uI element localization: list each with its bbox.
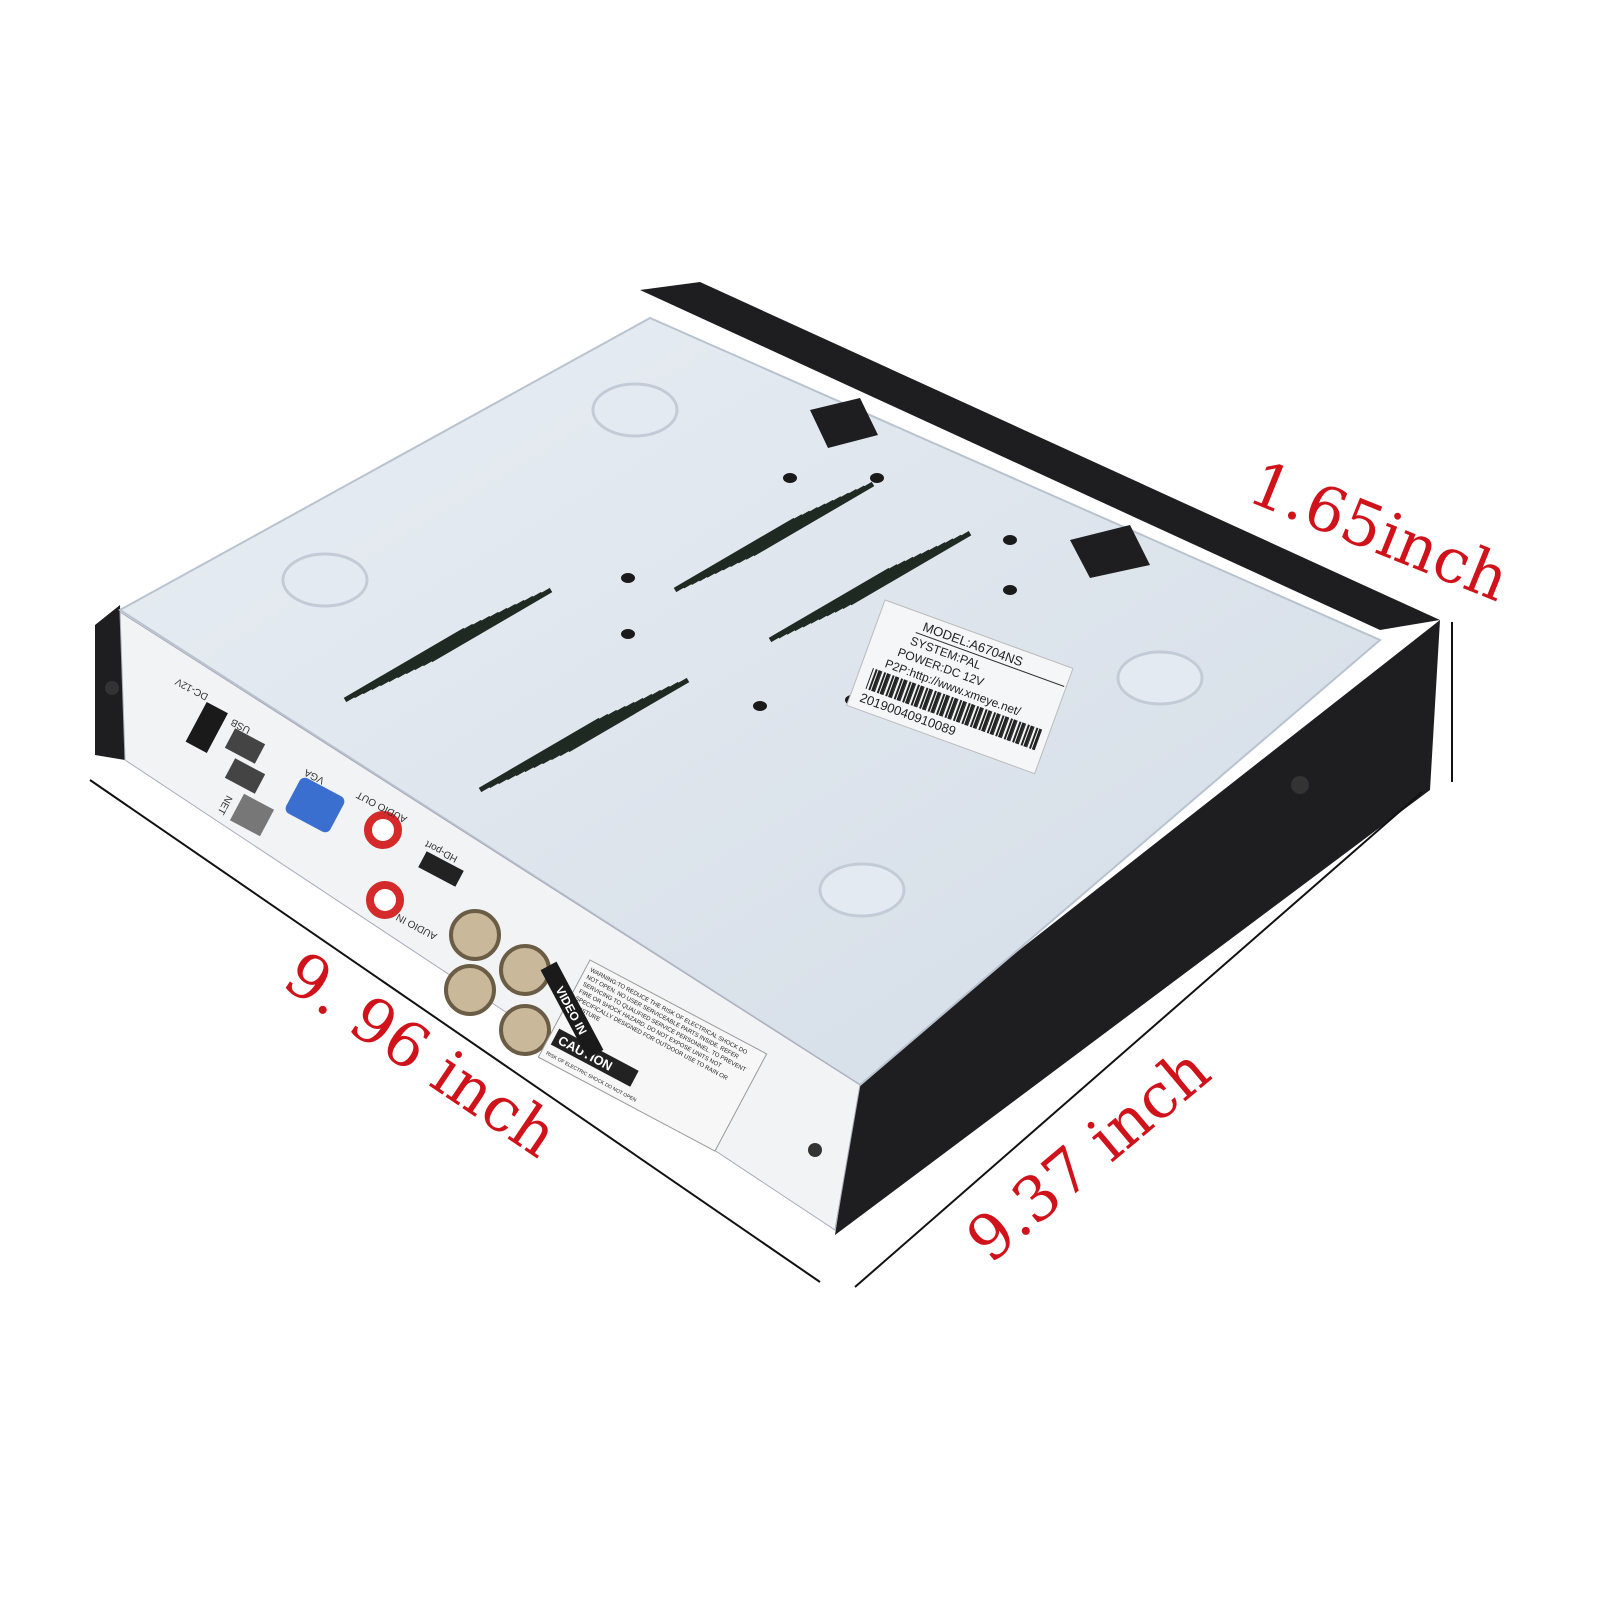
rubber-feet <box>281 382 1204 918</box>
barcode-bar <box>995 715 1005 737</box>
barcode-bar <box>1031 728 1043 751</box>
barcode-bar <box>978 709 988 731</box>
barcode-bar <box>879 673 890 695</box>
barcode-bar <box>938 694 950 717</box>
barcode-bar <box>888 676 899 698</box>
vent-slot <box>566 677 690 753</box>
barcode-bar <box>944 696 954 719</box>
barcode-bar <box>896 679 907 701</box>
barcode-bar <box>885 675 895 697</box>
ventilation-slots <box>343 481 972 793</box>
ethernet-port[interactable] <box>229 793 275 837</box>
barcode-bar <box>1006 719 1017 742</box>
barcode-bar <box>1020 724 1030 746</box>
video-in-strip-bg <box>540 961 604 1059</box>
barcode-bar <box>950 698 959 720</box>
barcode-bar <box>1023 725 1034 748</box>
barcode-bar <box>1003 718 1014 740</box>
barcode-bar <box>969 705 980 728</box>
barcode <box>865 668 1043 751</box>
caution-sticker: CAUTION RISK OF ELECTRIC SHOCK DO NOT OP… <box>537 959 768 1152</box>
barcode-bar <box>997 716 1009 738</box>
barcode-bar <box>992 714 1001 736</box>
dc-power-jack[interactable] <box>185 701 228 753</box>
width-dimension-line <box>854 791 1423 1288</box>
height-dimension-label: 1.65inch <box>1239 446 1519 616</box>
barcode-bar <box>989 713 1000 735</box>
chassis-right-side <box>835 620 1440 1235</box>
barcode-bar <box>902 681 912 703</box>
mount-bracket <box>1070 525 1150 578</box>
screw-holes <box>621 473 1017 711</box>
barcode-bar <box>958 701 967 723</box>
top-panel <box>118 316 1382 1087</box>
barcode-bar <box>933 692 942 714</box>
barcode-bar <box>899 680 908 702</box>
barcode-bar <box>916 686 925 708</box>
barcode-bar <box>871 670 882 692</box>
barcode-bar <box>873 671 883 693</box>
barcode-bar <box>1014 722 1026 745</box>
barcode-bar <box>972 706 983 729</box>
barcode-bar <box>924 689 934 711</box>
barcode-bar <box>935 693 946 716</box>
barcode-bar <box>1009 720 1018 742</box>
barcode-bar <box>913 685 924 708</box>
chassis-back-edge <box>640 282 1440 630</box>
audio-out-rca[interactable] <box>364 811 402 849</box>
barcode-bar <box>955 700 967 723</box>
barcode-bar <box>893 678 904 700</box>
vga-port[interactable] <box>284 776 347 835</box>
barcode-bar <box>1012 721 1022 743</box>
barcode-bar <box>904 682 916 705</box>
usb-port[interactable] <box>224 728 266 764</box>
barcode-bar <box>1026 726 1035 748</box>
length-dimension-line <box>89 779 821 1283</box>
barcode-bar <box>927 690 937 712</box>
barcode-bar <box>966 704 976 726</box>
barcode-bar <box>907 683 917 705</box>
barcode-bar <box>1000 717 1010 739</box>
barcode-bar <box>983 711 993 733</box>
barcode-bar <box>1017 723 1027 745</box>
barcode-bar <box>981 710 992 732</box>
barcode-bar <box>882 674 891 696</box>
barcode-bar <box>919 687 929 709</box>
barcode-bar <box>910 684 921 706</box>
barcode-bar <box>865 668 874 690</box>
product-label: MODEL:A6704NS SYSTEM:PAL POWER:DC 12V P2… <box>846 599 1074 775</box>
vent-slot <box>429 587 553 663</box>
vent-slot <box>751 481 875 557</box>
barcode-bar <box>930 691 941 714</box>
barcode-bar <box>986 712 997 734</box>
barcode-bar <box>876 672 887 694</box>
barcode-bar <box>921 688 933 711</box>
barcode-bar <box>868 669 878 691</box>
audio-in-rca[interactable] <box>366 881 404 919</box>
barcode-bar <box>947 697 958 720</box>
usb-port[interactable] <box>224 758 266 794</box>
rear-screws <box>105 681 1309 1157</box>
barcode-bar <box>964 703 975 726</box>
barcode-bar <box>975 708 984 730</box>
bnc-video-inputs[interactable] <box>444 909 551 1056</box>
barcode-bar <box>961 702 971 725</box>
hdmi-port[interactable] <box>418 851 464 887</box>
mount-bracket <box>810 398 878 448</box>
barcode-bar <box>952 699 963 722</box>
vent-slot <box>848 531 972 606</box>
barcode-bar <box>1029 727 1039 749</box>
barcode-bar <box>941 695 951 717</box>
barcode-bar <box>890 677 900 699</box>
